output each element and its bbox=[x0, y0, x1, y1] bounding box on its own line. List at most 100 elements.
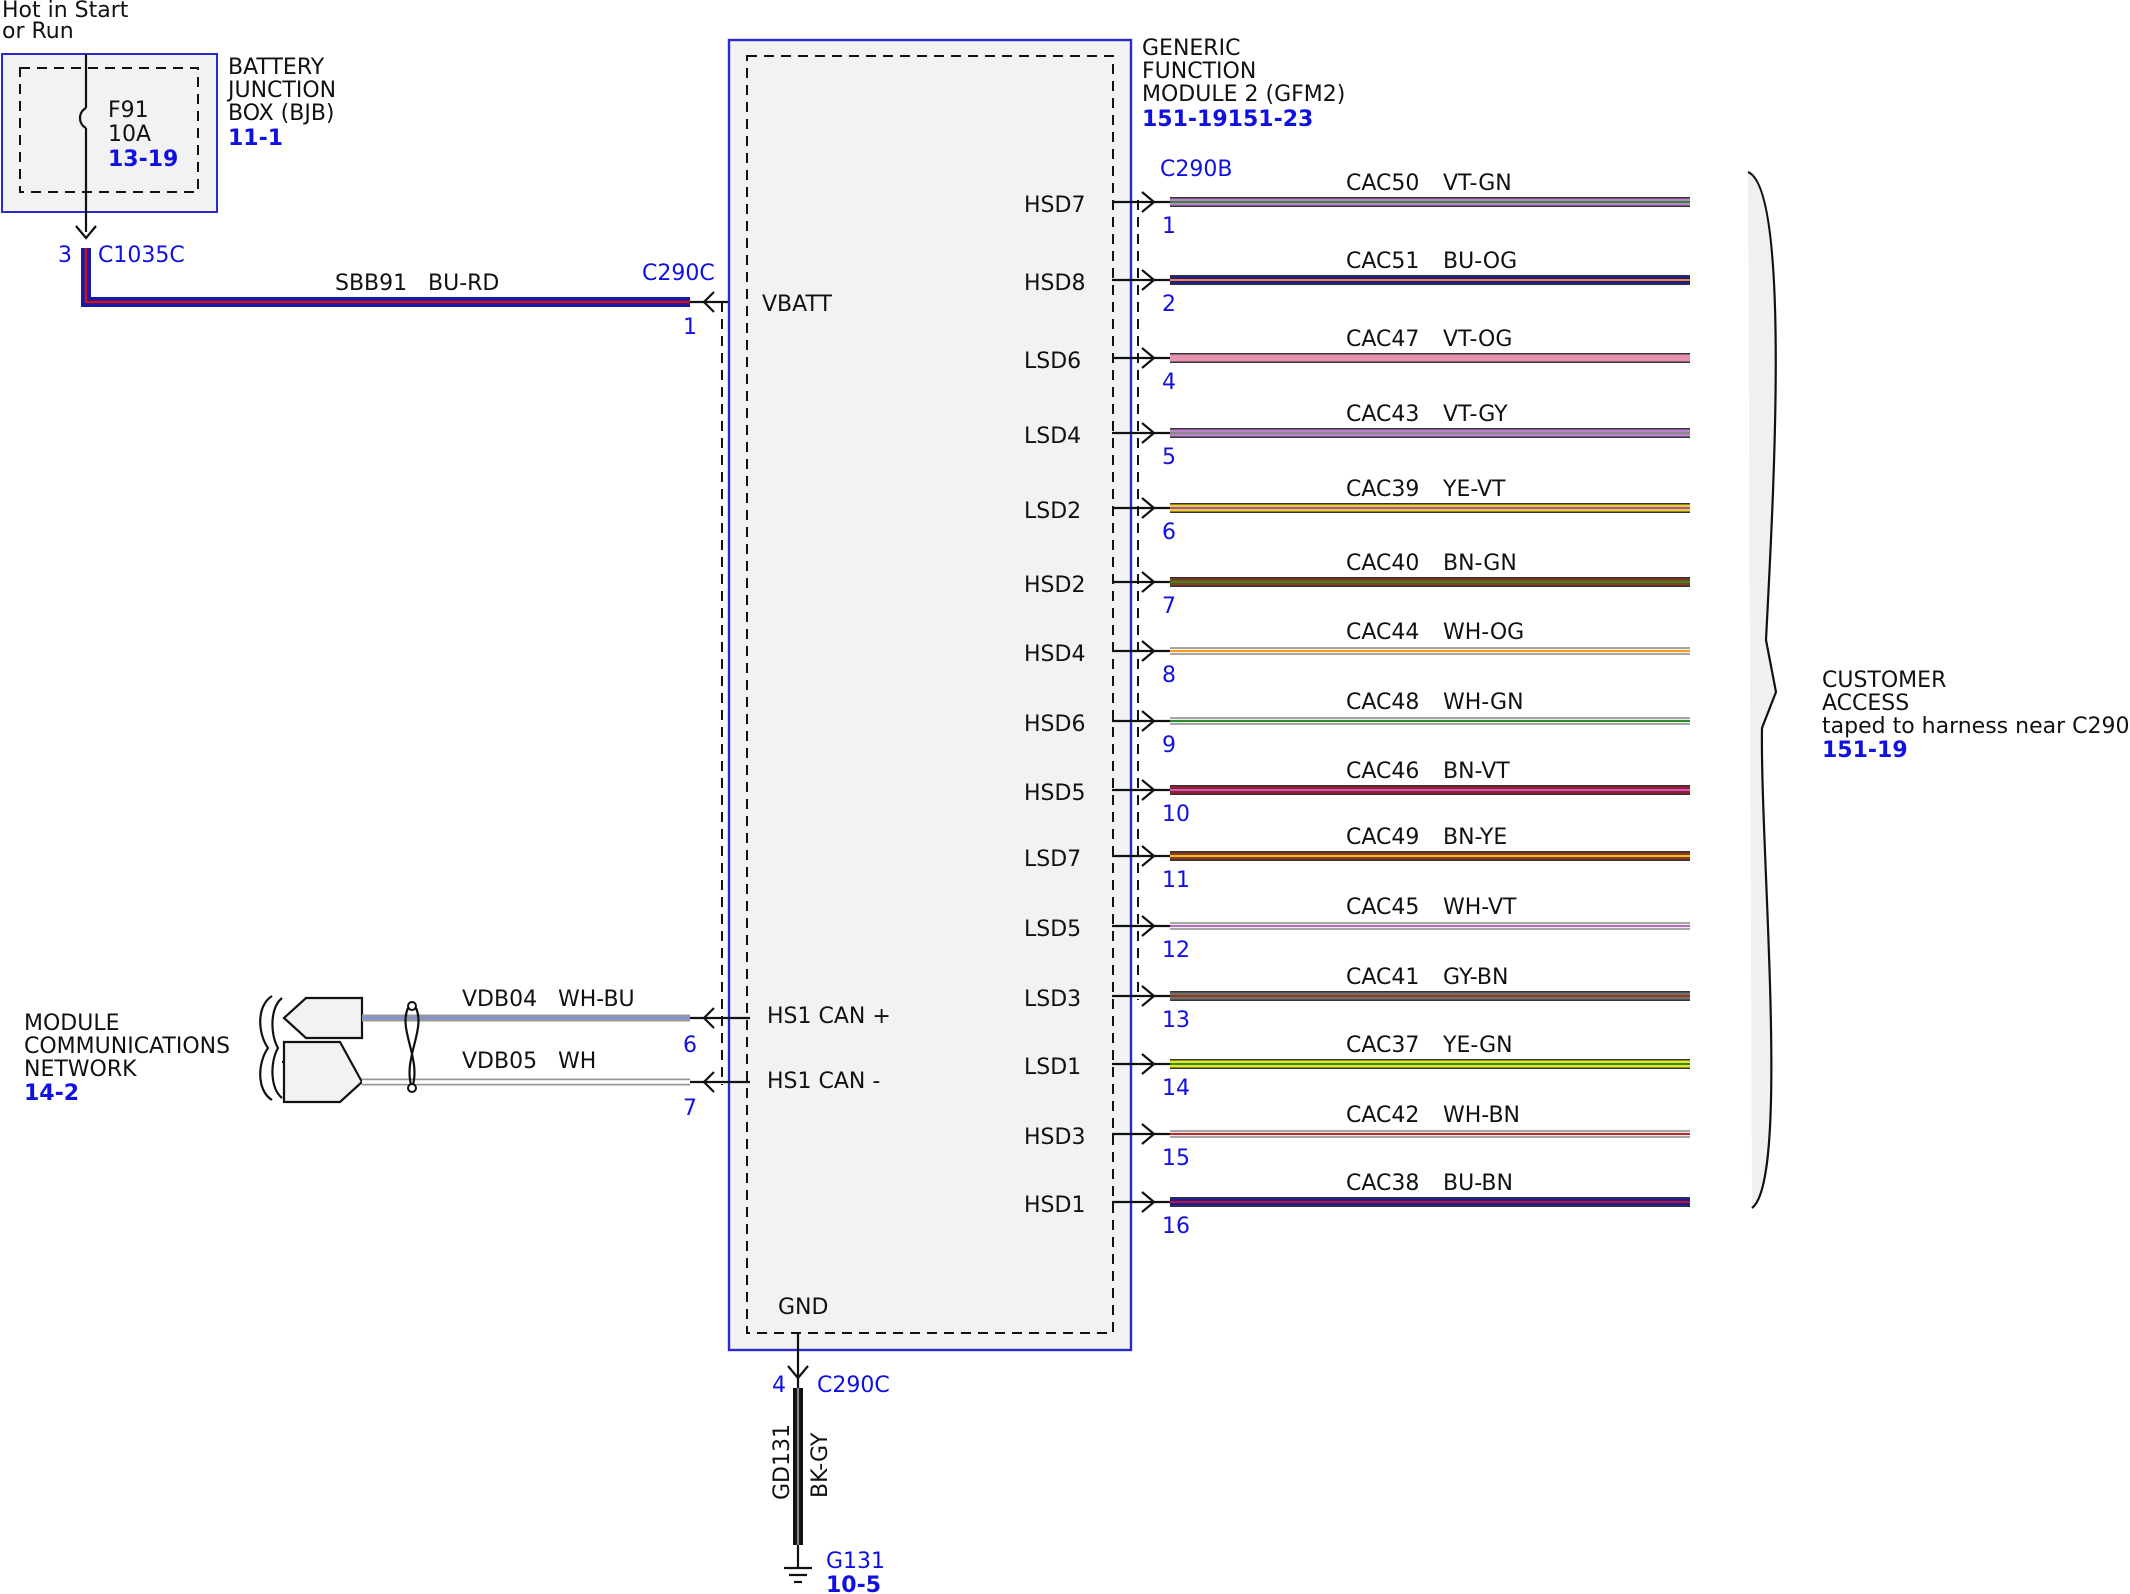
output-5-circuit: CAC43 bbox=[1346, 402, 1419, 427]
can-plus-label: HS1 CAN + bbox=[767, 1004, 891, 1029]
output-5-pin: 5 bbox=[1162, 445, 1176, 470]
output-9-circuit: CAC48 bbox=[1346, 690, 1419, 715]
ground-ref[interactable]: 10-5 bbox=[826, 1573, 881, 1594]
output-1-circuit: CAC50 bbox=[1346, 171, 1419, 196]
bjb-name-line3: BOX (BJB) bbox=[228, 101, 335, 126]
vbatt-pin: 1 bbox=[683, 315, 697, 340]
output-5-arrow-icon bbox=[1141, 422, 1156, 444]
can-plus-connector-icon bbox=[282, 996, 364, 1040]
supply-color: BU-RD bbox=[428, 271, 499, 296]
output-11-signal-label: LSD7 bbox=[1024, 847, 1081, 872]
output-2-color: BU-OG bbox=[1443, 249, 1517, 274]
output-2-signal-label: HSD8 bbox=[1024, 271, 1085, 296]
output-9-signal-label: HSD6 bbox=[1024, 712, 1085, 737]
can-plus-color: WH-BU bbox=[558, 987, 635, 1012]
output-14-signal-label: LSD1 bbox=[1024, 1055, 1081, 1080]
network-brace-icon bbox=[259, 995, 273, 1101]
output-6-signal-label: LSD2 bbox=[1024, 499, 1081, 524]
network-label-line1: MODULE bbox=[24, 1011, 120, 1036]
output-16-signal-label: HSD1 bbox=[1024, 1193, 1085, 1218]
supply-connector: C1035C bbox=[98, 243, 185, 268]
output-7-circuit: CAC40 bbox=[1346, 551, 1419, 576]
can-minus-color: WH bbox=[558, 1049, 596, 1074]
output-7-color: BN-GN bbox=[1443, 551, 1517, 576]
gfm2-name-line2: FUNCTION bbox=[1142, 59, 1256, 84]
can-plus-circuit: VDB04 bbox=[462, 987, 537, 1012]
output-10-arrow-icon bbox=[1141, 779, 1156, 801]
ground-point: G131 bbox=[826, 1549, 885, 1574]
c290b-connector-label: C290B bbox=[1160, 157, 1232, 182]
output-1-color: VT-GN bbox=[1443, 171, 1512, 196]
output-16-pin: 16 bbox=[1162, 1214, 1190, 1239]
can-plus-arrow-icon bbox=[702, 1007, 715, 1029]
gfm2-name-line1: GENERIC bbox=[1142, 36, 1240, 61]
gnd-label: GND bbox=[778, 1295, 828, 1320]
twist-end-icon bbox=[407, 1001, 417, 1011]
output-1-signal-label: HSD7 bbox=[1024, 193, 1085, 218]
output-4-arrow-icon bbox=[1141, 347, 1156, 369]
output-9-arrow-icon bbox=[1141, 710, 1156, 732]
output-7-signal-label: HSD2 bbox=[1024, 573, 1085, 598]
output-13-circuit: CAC41 bbox=[1346, 965, 1419, 990]
output-13-pin: 13 bbox=[1162, 1008, 1190, 1033]
output-13-color: GY-BN bbox=[1443, 965, 1508, 990]
gfm2-inner-frame bbox=[746, 55, 1114, 1334]
can-minus-connector-icon bbox=[282, 1040, 364, 1104]
output-15-signal-label: HSD3 bbox=[1024, 1125, 1085, 1150]
output-11-pin: 11 bbox=[1162, 868, 1190, 893]
supply-circuit: SBB91 bbox=[335, 271, 407, 296]
connector-arrow-icon bbox=[75, 225, 97, 240]
customer-access-line1: CUSTOMER bbox=[1822, 668, 1946, 693]
output-10-pin: 10 bbox=[1162, 802, 1190, 827]
customer-access-brace-icon bbox=[1747, 170, 1778, 1209]
output-15-arrow-icon bbox=[1141, 1123, 1156, 1145]
output-13-signal-label: LSD3 bbox=[1024, 987, 1081, 1012]
ground-circuit: 4 C290C GD131 BK-GY G131 10-5 bbox=[770, 1333, 890, 1594]
output-8-arrow-icon bbox=[1141, 640, 1156, 662]
output-4-circuit: CAC47 bbox=[1346, 327, 1419, 352]
supply-pin: 3 bbox=[58, 243, 72, 268]
bjb-ref[interactable]: 11-1 bbox=[228, 126, 283, 151]
output-12-signal-label: LSD5 bbox=[1024, 917, 1081, 942]
output-14-pin: 14 bbox=[1162, 1076, 1190, 1101]
output-10-circuit: CAC46 bbox=[1346, 759, 1419, 784]
output-15-circuit: CAC42 bbox=[1346, 1103, 1419, 1128]
twist-end-icon-b bbox=[407, 1083, 417, 1093]
output-8-color: WH-OG bbox=[1443, 620, 1524, 645]
output-2-pin: 2 bbox=[1162, 292, 1176, 317]
fuse-ref[interactable]: 13-19 bbox=[108, 147, 178, 172]
fuse-rating: 10A bbox=[108, 122, 151, 147]
twisted-pair-icon-b bbox=[408, 1007, 420, 1089]
output-8-pin: 8 bbox=[1162, 663, 1176, 688]
customer-access-line3: taped to harness near C290B bbox=[1822, 714, 2130, 739]
can-plus-pin: 6 bbox=[683, 1033, 697, 1058]
c290c-connector-label: C290C bbox=[642, 261, 715, 286]
output-5-signal-label: LSD4 bbox=[1024, 424, 1081, 449]
output-1-pin: 1 bbox=[1162, 214, 1176, 239]
output-8-circuit: CAC44 bbox=[1346, 620, 1419, 645]
output-12-pin: 12 bbox=[1162, 938, 1190, 963]
output-7-arrow-icon bbox=[1141, 571, 1156, 593]
output-12-circuit: CAC45 bbox=[1346, 895, 1419, 920]
network-ref[interactable]: 14-2 bbox=[24, 1081, 79, 1106]
vbatt-label: VBATT bbox=[762, 292, 833, 317]
supply-wire-trace bbox=[84, 248, 690, 304]
output-9-color: WH-GN bbox=[1443, 690, 1524, 715]
output-9-pin: 9 bbox=[1162, 733, 1176, 758]
customer-access-ref[interactable]: 151-19 bbox=[1822, 738, 1908, 763]
output-6-color: YE-VT bbox=[1442, 477, 1506, 502]
output-15-color: WH-BN bbox=[1443, 1103, 1520, 1128]
output-14-arrow-icon bbox=[1141, 1053, 1156, 1075]
output-16-circuit: CAC38 bbox=[1346, 1171, 1419, 1196]
gnd-circuit: GD131 bbox=[770, 1424, 795, 1500]
output-10-color: BN-VT bbox=[1443, 759, 1510, 784]
output-16-color: BU-BN bbox=[1443, 1171, 1513, 1196]
output-6-circuit: CAC39 bbox=[1346, 477, 1419, 502]
fuse-id: F91 bbox=[108, 98, 149, 123]
gfm2-ref[interactable]: 151-19151-23 bbox=[1142, 107, 1313, 132]
customer-access: CUSTOMER ACCESS taped to harness near C2… bbox=[1747, 170, 2130, 1209]
output-16-arrow-icon bbox=[1141, 1191, 1156, 1213]
gnd-arrow-icon bbox=[787, 1365, 809, 1380]
